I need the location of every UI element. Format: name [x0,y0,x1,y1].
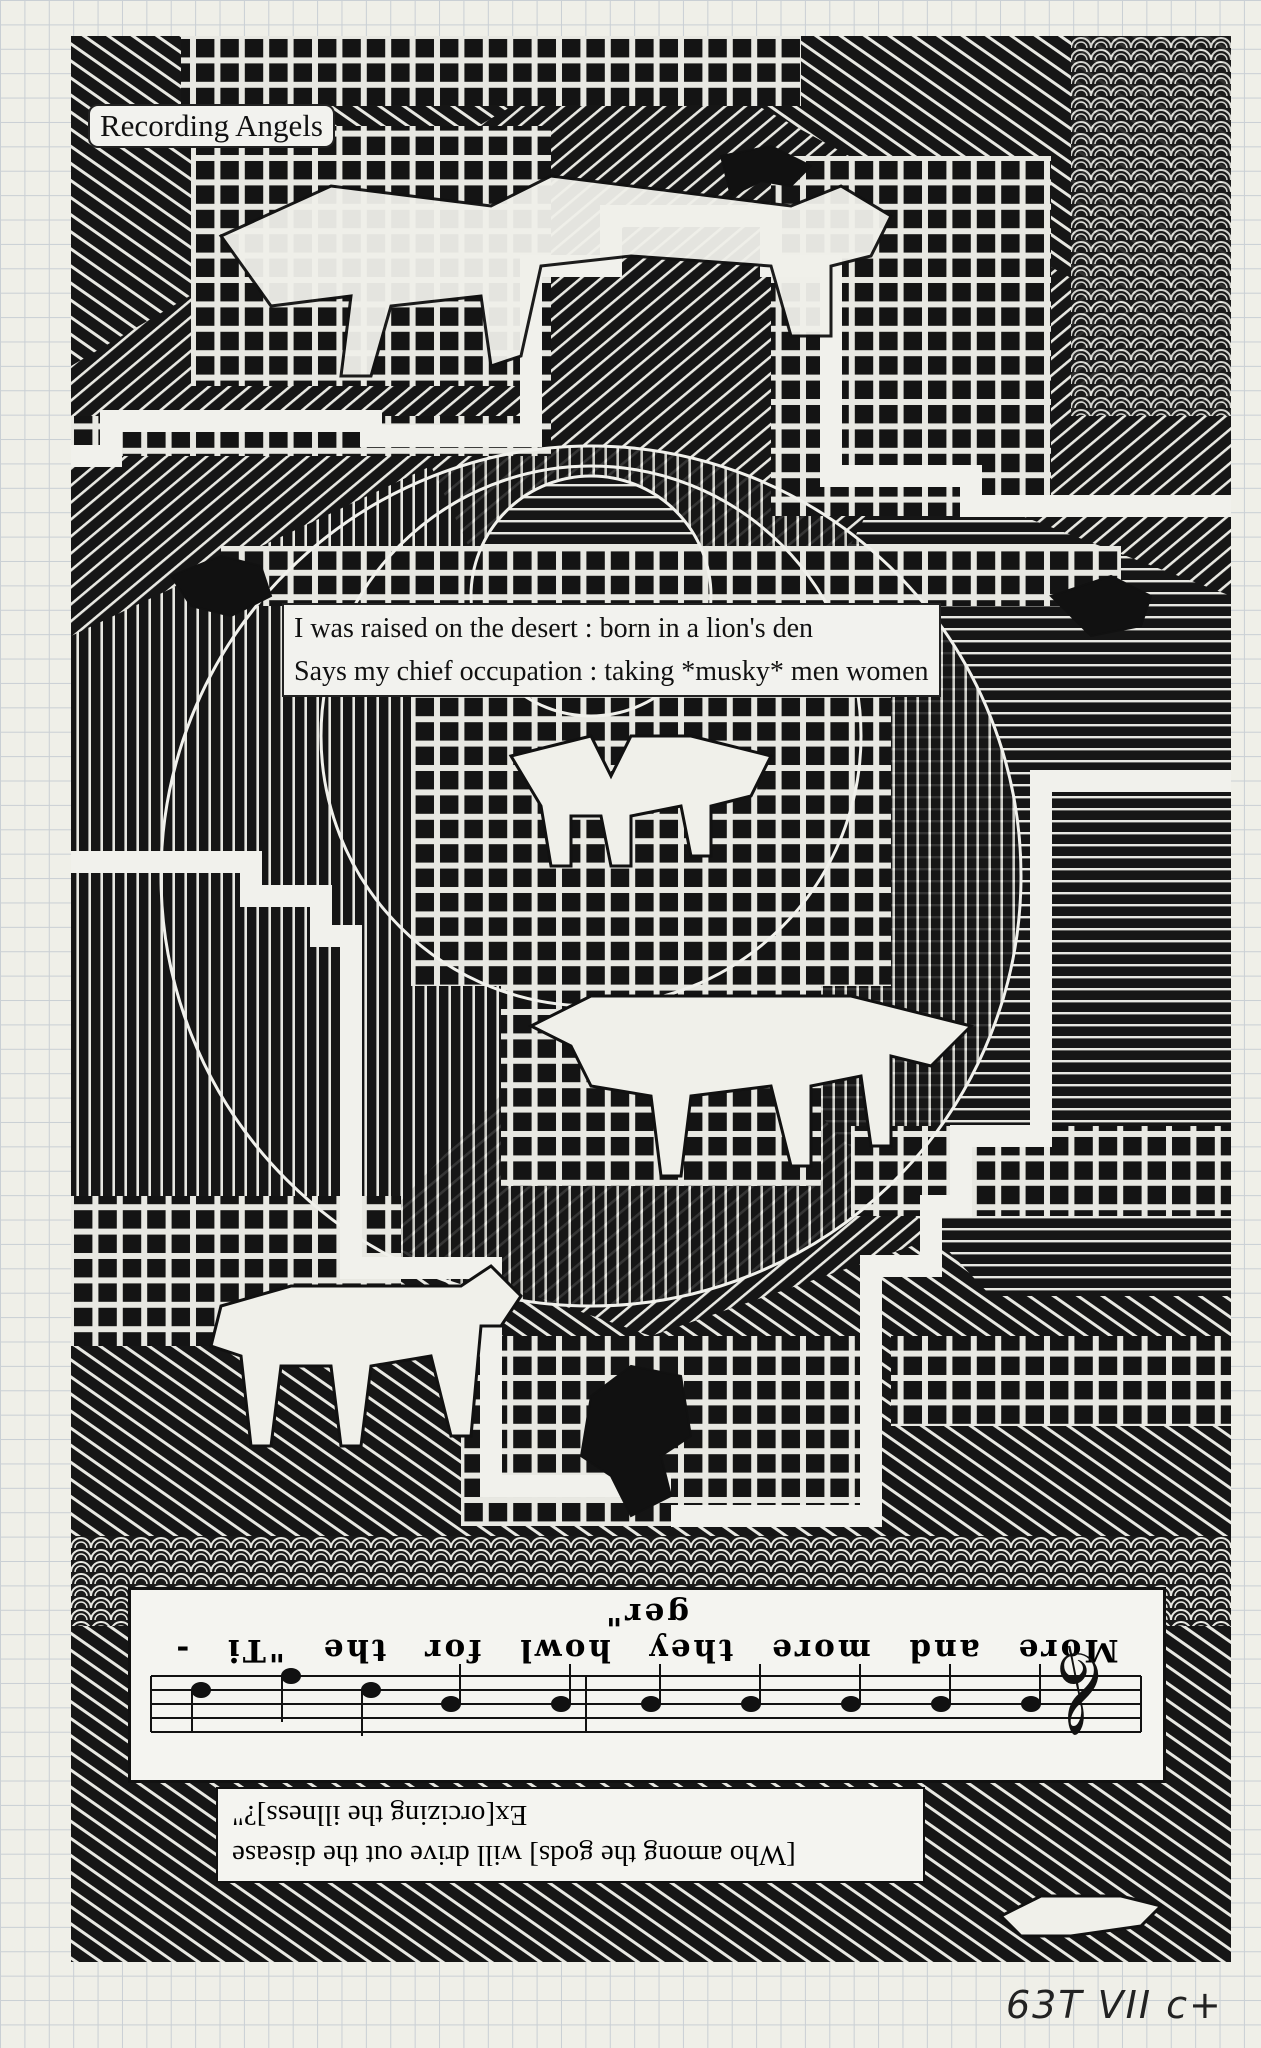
caption-line-2: Ex[orcizing the illness]?" [232,1799,528,1831]
title-label: Recording Angels [88,104,335,148]
verse-label: I was raised on the desert : born in a l… [282,603,941,697]
music-notation-strip: More and more they howl for the "Ti - ge… [128,1587,1166,1783]
verse-line-1: I was raised on the desert : born in a l… [294,613,814,644]
catalog-mark: 63T VII c+ [1006,1983,1223,2027]
svg-text:𝄞: 𝄞 [1056,1646,1109,1737]
caption-label: [Who among the gods] will drive out the … [216,1787,925,1883]
music-notes [191,1664,1041,1736]
music-staff: 𝄞 [150,1646,1142,1737]
caption-line-1: [Who among the gods] will drive out the … [232,1839,796,1871]
verse-line-2: Says my chief occupation : taking *musky… [294,656,929,687]
treble-clef-icon: 𝄞 [1056,1646,1109,1737]
